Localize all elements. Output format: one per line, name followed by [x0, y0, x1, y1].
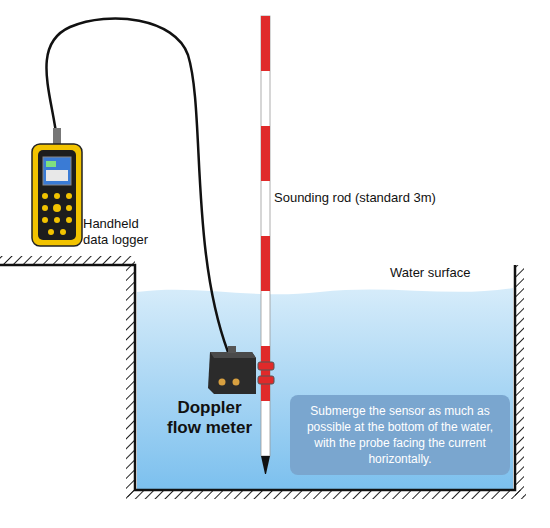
note-box: Submerge the sensor as much as possible …	[290, 395, 510, 475]
water	[137, 288, 513, 489]
water-label: Water surface	[390, 265, 520, 281]
bed-hatch	[126, 490, 526, 499]
rod-label: Sounding rod (standard 3m)	[274, 190, 464, 206]
note-text: Submerge the sensor as much as possible …	[300, 403, 500, 467]
sounding-rod	[261, 16, 270, 474]
channel-outline	[0, 265, 515, 490]
doppler-sensor	[208, 346, 274, 394]
device-label: Handheld data logger	[83, 216, 163, 248]
wall-hatch	[126, 265, 135, 497]
ground-hatch	[0, 256, 135, 265]
cable-connector	[53, 128, 61, 144]
sensor-label: Doppler flow meter	[163, 398, 256, 438]
data-logger	[32, 144, 82, 246]
wall-hatch	[515, 265, 524, 497]
